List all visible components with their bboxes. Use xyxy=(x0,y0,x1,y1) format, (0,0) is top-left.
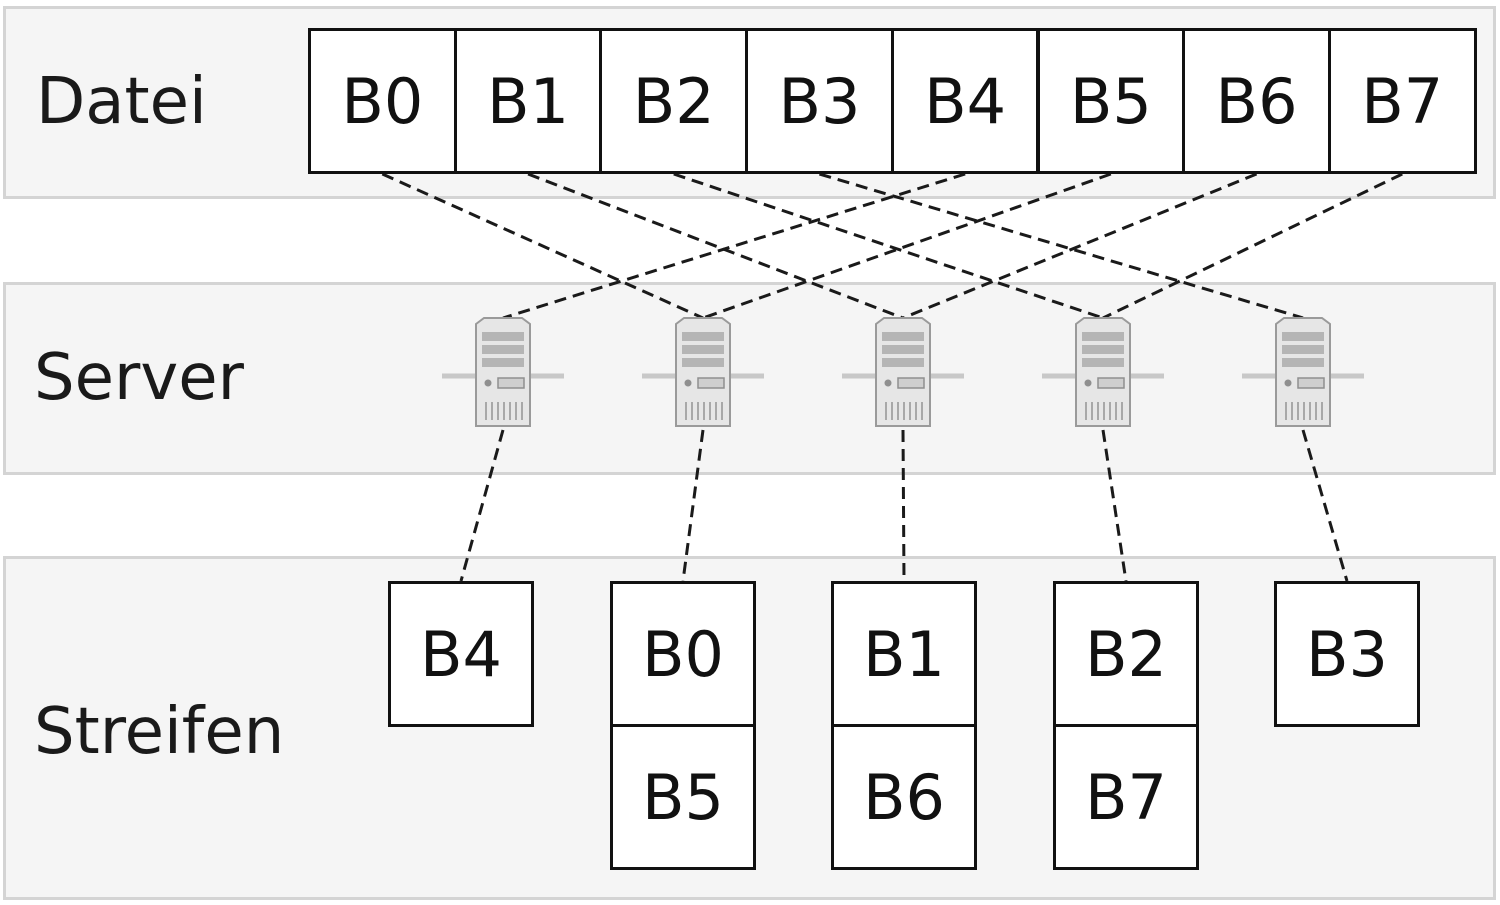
file-block-b5: B5 xyxy=(1036,28,1186,174)
link-server-4-to-stripe xyxy=(1101,429,1128,582)
file-block-b7: B7 xyxy=(1327,28,1477,174)
stripe-block-b5: B5 xyxy=(610,724,756,870)
file-block-b1: B1 xyxy=(453,28,603,174)
stripe-row-label: Streifen xyxy=(34,695,285,769)
file-block-b4: B4 xyxy=(890,28,1040,174)
link-b4-to-server-1 xyxy=(502,172,966,320)
stripe-block-b1: B1 xyxy=(831,581,977,727)
server-icon xyxy=(842,317,964,427)
link-b3-to-server-5 xyxy=(819,172,1304,320)
stripe-block-b6: B6 xyxy=(831,724,977,870)
file-row-label: Datei xyxy=(36,65,207,139)
file-block-b0: B0 xyxy=(308,28,457,174)
link-server-1-to-stripe xyxy=(459,429,505,582)
link-server-5-to-stripe xyxy=(1301,429,1349,582)
stripe-block-b4: B4 xyxy=(388,581,534,727)
server-row-label: Server xyxy=(34,341,244,415)
server-icon xyxy=(1242,317,1364,427)
link-server-3-to-stripe xyxy=(901,429,906,582)
link-b6-to-server-3 xyxy=(902,172,1258,320)
server-icon xyxy=(1042,317,1164,427)
stripe-block-b0: B0 xyxy=(610,581,756,727)
stripe-block-b2: B2 xyxy=(1053,581,1199,727)
file-block-b2: B2 xyxy=(599,28,749,174)
link-b1-to-server-3 xyxy=(527,172,904,320)
link-b0-to-server-2 xyxy=(381,172,704,320)
stripe-block-b3: B3 xyxy=(1274,581,1420,727)
link-b7-to-server-4 xyxy=(1102,172,1403,320)
link-server-2-to-stripe xyxy=(681,429,705,582)
server-icon xyxy=(642,317,764,427)
file-block-b6: B6 xyxy=(1182,28,1331,174)
file-block-b3: B3 xyxy=(745,28,894,174)
link-b5-to-server-2 xyxy=(702,172,1112,320)
server-icon xyxy=(442,317,564,427)
stripe-block-b7: B7 xyxy=(1053,724,1199,870)
